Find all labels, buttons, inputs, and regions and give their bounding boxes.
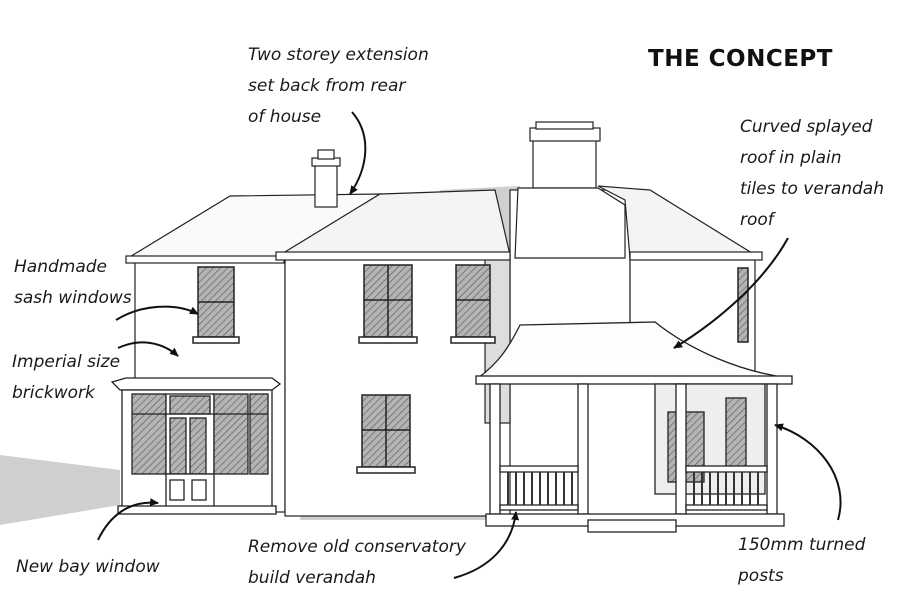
arrow-brick [117, 341, 179, 357]
annotation-roof: Curved splayed roof in plain tiles to ve… [740, 112, 884, 236]
annotation-line: Handmade [14, 257, 107, 277]
annotation-conservatory: Remove old conservatory build verandah [248, 532, 466, 594]
annotation-sash: Handmade sash windows [14, 252, 132, 314]
annotation-line: brickwork [12, 383, 95, 403]
annotation-line: posts [738, 566, 784, 586]
annotation-line: sash windows [14, 288, 132, 308]
arrow-roof [673, 237, 789, 349]
roofs [125, 185, 763, 264]
arrow-bay [97, 498, 159, 541]
annotation-line: roof in plain [740, 148, 842, 168]
arrow-posts [774, 423, 842, 521]
annotation-line: roof [740, 210, 774, 230]
lower-window [356, 394, 416, 474]
arrow-sash [115, 305, 199, 321]
leader-arrows [97, 111, 842, 579]
annotation-posts: 150mm turned posts [738, 530, 865, 592]
chimneys [311, 121, 626, 259]
annotation-line: New bay window [16, 557, 160, 577]
annotation-line: build verandah [248, 568, 376, 588]
bay-window [110, 377, 282, 515]
upper-windows [192, 264, 749, 344]
arrow-conservatory [453, 511, 520, 579]
page-title: THE CONCEPT [648, 46, 833, 72]
verandah-balusters [507, 472, 759, 505]
annotation-line: set back from rear [248, 76, 406, 96]
annotation-line: 150mm turned [738, 535, 866, 555]
annotation-line: Two storey extension [248, 45, 429, 65]
arrow-extension [349, 111, 367, 195]
annotation-line: tiles to verandah [740, 179, 884, 199]
annotation-line: Imperial size [12, 352, 121, 372]
annotation-line: Remove old conservatory [248, 537, 466, 557]
annotation-brick: Imperial size brickwork [12, 347, 120, 409]
annotation-line: of house [248, 107, 322, 127]
annotation-extension: Two storey extension set back from rear … [248, 40, 429, 133]
annotation-bay: New bay window [16, 552, 160, 583]
annotation-line: Curved splayed [740, 117, 873, 137]
